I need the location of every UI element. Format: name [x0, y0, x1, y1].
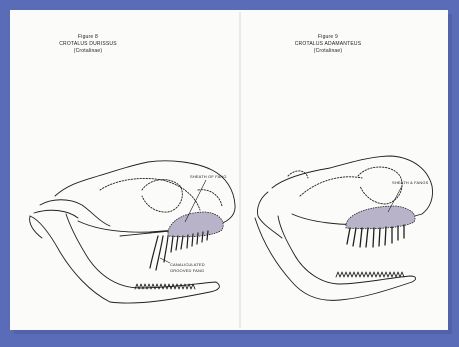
left-label-fang-line1: CANALICULATED	[170, 262, 205, 267]
right-caption-line3: (Crotalinae)	[288, 48, 368, 55]
right-caption-line1: Figure 9	[288, 34, 368, 41]
right-caption-line2: CROTALUS ADAMANTEUS	[288, 41, 368, 48]
right-figure-caption: Figure 9 CROTALUS ADAMANTEUS (Crotalinae…	[288, 34, 368, 55]
left-figure-caption: Figure 8 CROTALUS DURISSUS (Crotalinae)	[38, 34, 138, 55]
left-caption-line2: CROTALUS DURISSUS	[38, 41, 138, 48]
left-label-fang-line2: GROOVED FANG	[170, 268, 204, 273]
left-label-fang-sheath: SHEATH OF FANG	[190, 174, 227, 179]
paper-sheet	[10, 10, 448, 330]
right-label-fang-sheath: SHEATH & FANGS	[392, 180, 428, 185]
left-caption-line1: Figure 8	[38, 34, 138, 41]
left-caption-line3: (Crotalinae)	[38, 48, 138, 55]
